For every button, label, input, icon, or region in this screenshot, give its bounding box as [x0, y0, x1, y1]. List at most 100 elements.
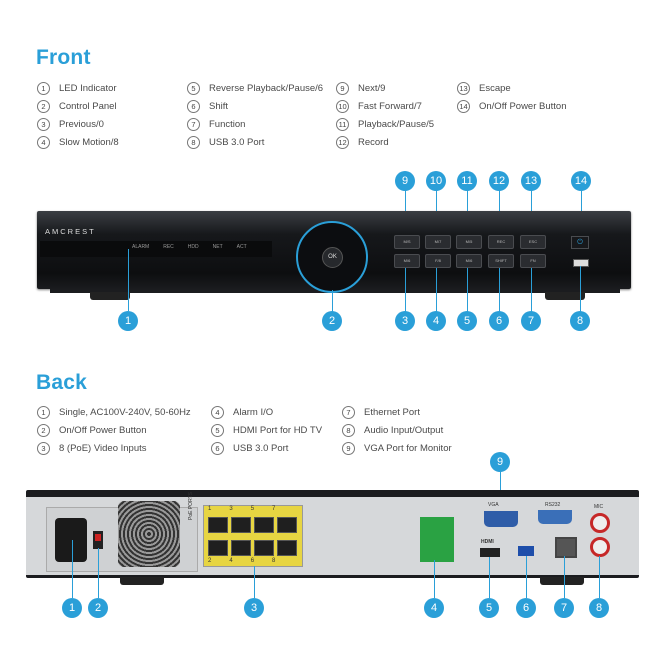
led-net: NET — [212, 244, 223, 250]
callout-5-back: 5 — [479, 598, 499, 618]
back-heading: Back — [36, 371, 88, 394]
rj45-port — [254, 517, 274, 533]
led-alarm: ALARM — [132, 244, 150, 250]
audio-out-jack — [590, 537, 610, 557]
callout-3-back: 3 — [244, 598, 264, 618]
callout-4-back: 4 — [424, 598, 444, 618]
poe-port-block — [203, 505, 303, 567]
power-switch — [93, 531, 103, 549]
front-heading: Front — [36, 46, 91, 69]
hdmi-label: HDMI — [481, 539, 494, 545]
port-numbers-bottom: 2 4 6 8 — [208, 558, 276, 564]
callout-line — [436, 190, 437, 214]
button-record: REC — [488, 235, 514, 249]
rj45-port — [208, 517, 228, 533]
mic-label: MIC — [594, 504, 604, 510]
callout-9: 9 — [395, 171, 415, 191]
callout-line — [531, 190, 532, 214]
button-escape: ESC — [520, 235, 546, 249]
rj45-port — [231, 517, 251, 533]
callout-line — [98, 548, 99, 598]
callout-6-back: 6 — [516, 598, 536, 618]
callout-7: 7 — [521, 311, 541, 331]
callout-line — [526, 556, 527, 598]
rs232-port — [538, 510, 572, 524]
rj45-port — [277, 517, 297, 533]
ethernet-port — [555, 537, 577, 558]
button-playback: M/5 — [456, 235, 482, 249]
rj45-port — [277, 540, 297, 556]
callout-12: 12 — [489, 171, 509, 191]
audio-in-jack — [590, 513, 610, 533]
callout-line — [599, 556, 600, 598]
callout-line — [332, 290, 333, 312]
callout-line — [467, 268, 468, 312]
power-socket — [55, 518, 87, 562]
led-panel — [40, 241, 272, 257]
button-shift: SHIFT — [488, 254, 514, 268]
callout-10: 10 — [426, 171, 446, 191]
callout-8-back: 8 — [589, 598, 609, 618]
callout-11: 11 — [457, 171, 477, 191]
callout-line — [254, 566, 255, 598]
callout-2-back: 2 — [88, 598, 108, 618]
usb3-port — [518, 546, 534, 556]
vga-port — [484, 511, 518, 527]
callout-8: 8 — [570, 311, 590, 331]
rj45-port — [208, 540, 228, 556]
callout-13: 13 — [521, 171, 541, 191]
usb-port — [573, 259, 589, 267]
callout-3: 3 — [395, 311, 415, 331]
callout-line — [531, 268, 532, 312]
brand-logo: AMCREST — [45, 227, 96, 236]
callout-line — [467, 190, 468, 214]
button-fast-forward: M/7 — [425, 235, 451, 249]
callout-line — [580, 266, 581, 312]
fan-grille — [118, 501, 180, 567]
ok-button: OK — [322, 247, 343, 268]
rs232-label: RS232 — [545, 502, 561, 508]
alarm-io-terminal — [420, 517, 454, 562]
led-hdd: HDD — [187, 244, 199, 250]
callout-7-back: 7 — [554, 598, 574, 618]
device-foot — [120, 577, 164, 585]
button-next: M/S — [394, 235, 420, 249]
callout-line — [564, 556, 565, 598]
callout-5: 5 — [457, 311, 477, 331]
device-foot — [545, 292, 585, 300]
callout-line — [128, 249, 129, 311]
callout-2: 2 — [322, 311, 342, 331]
rj45-port — [231, 540, 251, 556]
port-numbers-top: 1 3 5 7 — [208, 506, 276, 512]
callout-1-back: 1 — [62, 598, 82, 618]
led-indicators: ALARM REC HDD NET ACT — [132, 244, 247, 250]
led-act: ACT — [236, 244, 247, 250]
power-icon: ⏻ — [571, 236, 589, 249]
button-previous: M/6 — [394, 254, 420, 268]
callout-line — [436, 268, 437, 312]
callout-1: 1 — [118, 311, 138, 331]
callout-14: 14 — [571, 171, 591, 191]
button-reverse: M/6 — [456, 254, 482, 268]
hdmi-port — [480, 548, 500, 557]
